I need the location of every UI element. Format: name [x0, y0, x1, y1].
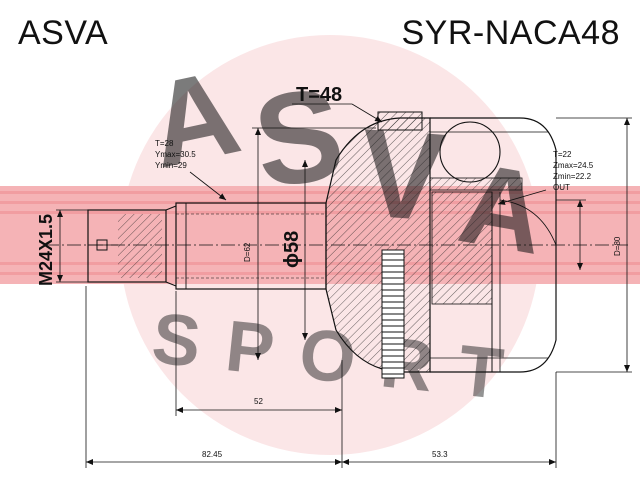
label-inner-spline-zmax: Zmax=24.5: [553, 161, 594, 170]
label-diameter-58: ϕ58: [281, 231, 303, 268]
dimension-lines: [56, 103, 632, 468]
part-number: SYR-NACA48: [401, 14, 620, 52]
thread-stub: [87, 205, 177, 287]
label-shaft-spline-t: T=28: [155, 139, 174, 148]
label-length-82-45: 82.45: [202, 450, 223, 459]
label-outer-teeth: T=48: [296, 84, 342, 106]
label-diameter-62: D=62: [243, 242, 252, 262]
label-length-53-3: 53.3: [432, 450, 448, 459]
label-shaft-spline-ymax: Ymax=30.5: [155, 150, 196, 159]
bell-housing: [325, 111, 557, 379]
label-inner-spline-zmin: Zmin=22.2: [553, 172, 592, 181]
label-length-52: 52: [254, 397, 263, 406]
annotations: T=48 T=28 Ymax=30.5 Ymin=29 T=22 Zmax=24…: [36, 84, 622, 459]
label-thread: M24X1.5: [36, 214, 56, 286]
label-inner-spline-out: OUT: [553, 183, 570, 192]
brand-title: ASVA: [18, 14, 109, 52]
label-diameter-80: D=80: [613, 236, 622, 256]
label-inner-spline-t: T=22: [553, 150, 572, 159]
label-shaft-spline-ymin: Ymin=29: [155, 161, 187, 170]
